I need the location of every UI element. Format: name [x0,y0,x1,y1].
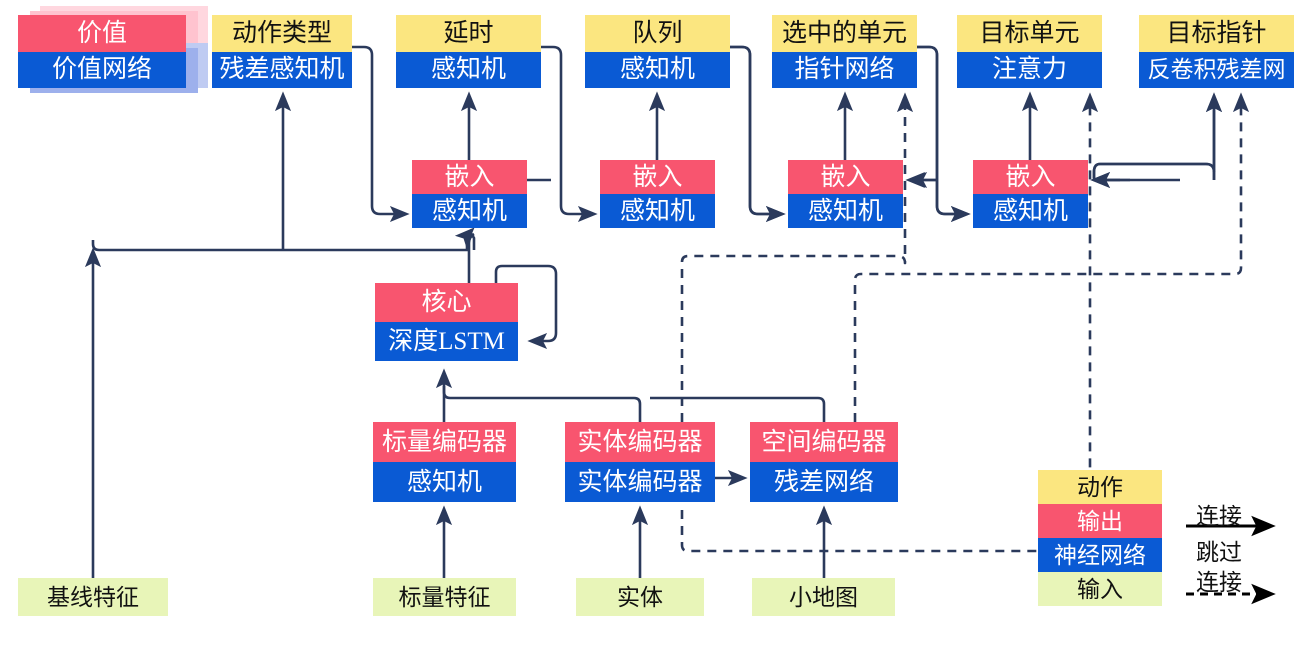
node-core-top-label: 核心 [375,283,518,322]
node-baseline_features: 基线特征 [18,578,168,616]
node-action_type-bottom-label: 残差感知机 [212,51,352,88]
wire-entity-enc-to-core [442,386,642,422]
node-embed2: 嵌入感知机 [600,160,715,228]
legend-connection-label: 连接 [1196,504,1242,529]
node-entity_encoder-top-label: 实体编码器 [565,422,715,462]
wire-queue-to-embed3-top [730,45,786,223]
legend-skip-label-line2: 连接 [1196,570,1242,595]
node-queue-bottom-label: 感知机 [585,51,730,88]
node-action_type-top-label: 动作类型 [212,15,352,52]
node-embed2-bottom-label: 感知机 [600,194,715,228]
node-baseline_features-bottom-label: 基线特征 [18,578,168,616]
node-selected_units: 选中的单元指针网络 [772,15,917,88]
node-scalar_features-bottom-label: 标量特征 [373,578,516,616]
node-target_point-bottom-label: 反卷积残差网 [1139,51,1294,88]
legend-swatch-network: 神经网络 [1038,538,1162,572]
node-entity_encoder-bottom-label: 实体编码器 [565,462,715,502]
node-value: 价值价值网络 [18,15,186,88]
skip-entity-to-selected [680,92,914,422]
legend-swatch-action: 动作 [1038,470,1162,504]
node-spatial_encoder-bottom-label: 残差网络 [750,462,898,502]
node-action_type: 动作类型残差感知机 [212,15,352,88]
wire-delay-to-embed2 [541,45,598,223]
skip-spatial-to-targetpoint [853,92,1250,422]
node-embed4-bottom-label: 感知机 [973,194,1088,228]
node-selected_units-top-label: 选中的单元 [772,15,917,52]
node-core-bottom-label: 深度LSTM [375,322,518,361]
wire-core-bus-left [91,240,469,252]
node-spatial_encoder: 空间编码器残差网络 [750,422,898,502]
node-spatial_encoder-top-label: 空间编码器 [750,422,898,462]
node-embed4: 嵌入感知机 [973,160,1088,228]
node-minimap: 小地图 [752,578,895,616]
node-target_point-top-label: 目标指针 [1139,15,1294,52]
legend-swatch-output: 输出 [1038,504,1162,538]
node-entity_encoder: 实体编码器实体编码器 [565,422,715,502]
wire-spatial-enc-to-core [650,396,826,422]
node-scalar_encoder-bottom-label: 感知机 [373,462,516,502]
legend-skip-label-line1: 跳过 [1196,540,1242,565]
node-scalar_encoder-top-label: 标量编码器 [373,422,516,462]
node-embed3: 嵌入感知机 [788,160,903,228]
wire-selected-to-embed4-top [917,45,971,223]
wire-core-to-embed1 [454,227,475,250]
node-target_unit: 目标单元注意力 [957,15,1102,88]
skip-entity-to-targetunit [680,92,1099,553]
node-minimap-bottom-label: 小地图 [752,578,895,616]
node-embed2-top-label: 嵌入 [600,160,715,194]
node-embed4-top-label: 嵌入 [973,160,1088,194]
wire-tp-col-top [1092,162,1216,180]
node-scalar_features: 标量特征 [373,578,516,616]
wire-targetpoint-col [1092,162,1216,180]
node-delay-bottom-label: 感知机 [396,51,541,88]
node-queue-top-label: 队列 [585,15,730,52]
node-queue: 队列感知机 [585,15,730,88]
node-scalar_encoder: 标量编码器感知机 [373,422,516,502]
wire-actiontype-to-embed1 [352,45,410,223]
legend-swatches: 动作 输出 神经网络 输入 [1038,470,1162,606]
node-embed1-bottom-label: 感知机 [412,194,527,228]
node-core: 核心深度LSTM [375,283,518,361]
node-value-bottom-label: 价值网络 [18,51,186,88]
node-target_point: 目标指针反卷积残差网 [1139,15,1294,88]
node-embed1-top-label: 嵌入 [412,160,527,194]
node-embed3-bottom-label: 感知机 [788,194,903,228]
wire-core-selfloop [494,264,558,350]
node-target_unit-top-label: 目标单元 [957,15,1102,52]
node-entities-bottom-label: 实体 [576,578,704,616]
node-target_unit-bottom-label: 注意力 [957,51,1102,88]
legend-swatch-input: 输入 [1038,572,1162,606]
node-entities: 实体 [576,578,704,616]
node-delay-top-label: 延时 [396,15,541,52]
node-delay: 延时感知机 [396,15,541,88]
node-value-top-label: 价值 [18,15,186,52]
node-embed3-top-label: 嵌入 [788,160,903,194]
node-embed1: 嵌入感知机 [412,160,527,228]
node-selected_units-bottom-label: 指针网络 [772,51,917,88]
